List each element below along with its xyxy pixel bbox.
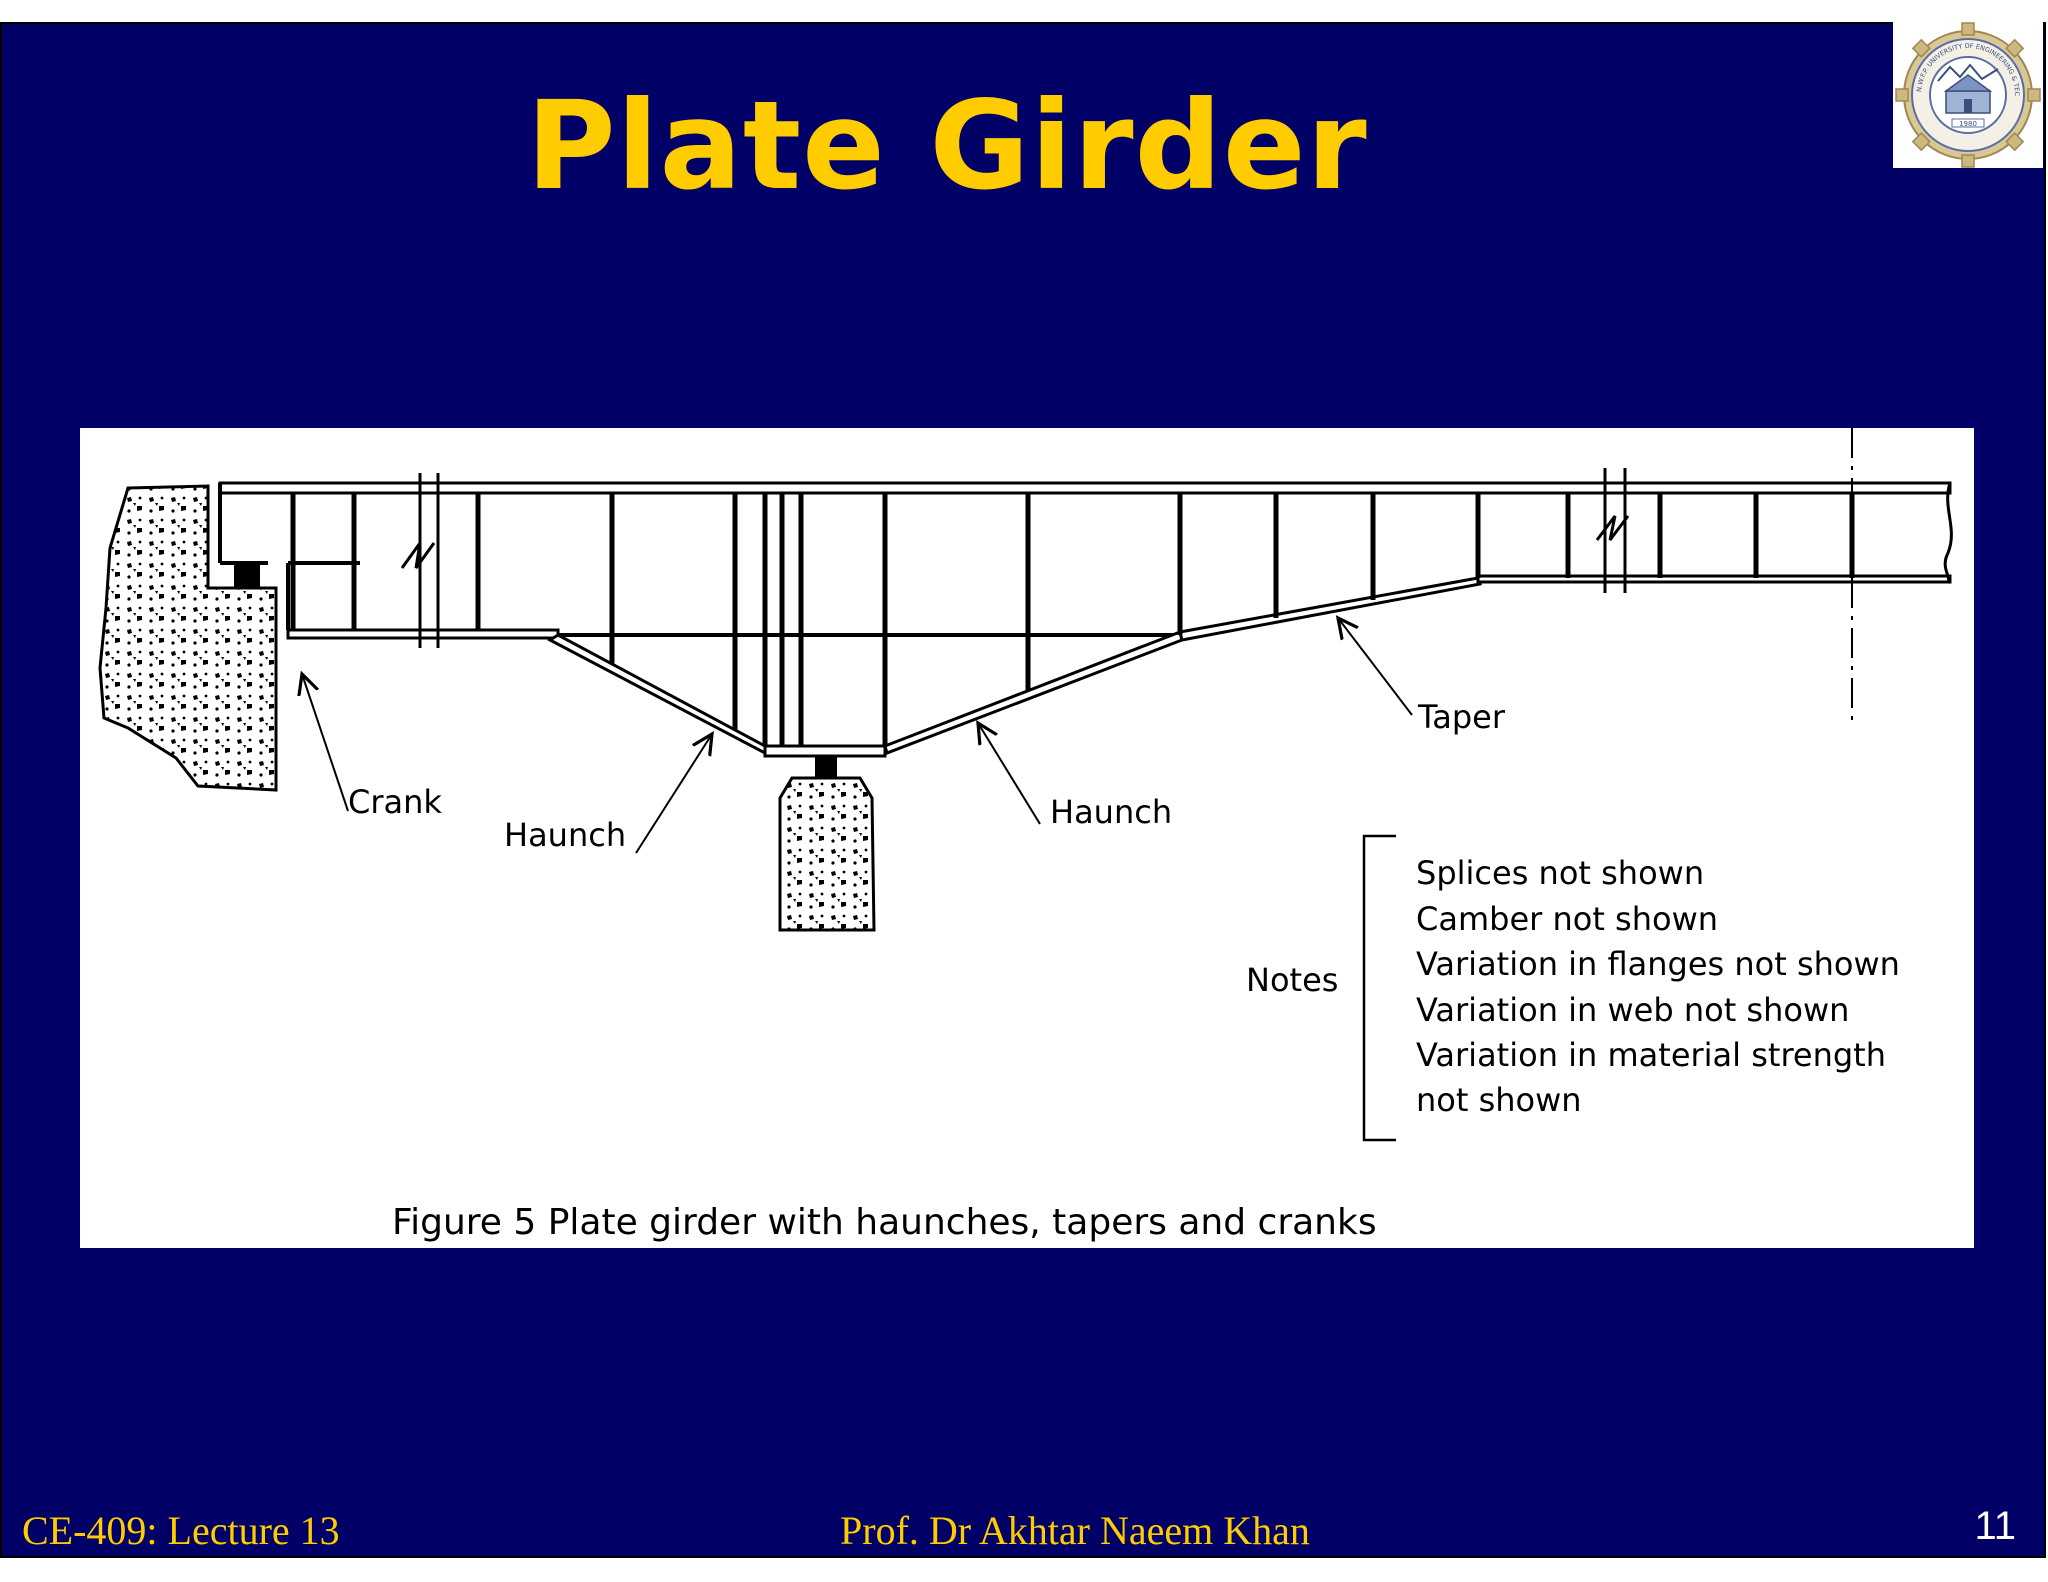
footer-course: CE-409: Lecture 13 bbox=[22, 1508, 340, 1553]
center-bearing bbox=[815, 756, 837, 778]
center-pier bbox=[778, 776, 876, 932]
bottom-flange-left bbox=[286, 628, 560, 640]
note-item: Splices not shown bbox=[1416, 854, 1704, 892]
taper bbox=[1178, 576, 1482, 642]
right-haunch bbox=[883, 629, 1184, 755]
seal-year: 1980 bbox=[1959, 120, 1977, 128]
notes-title: Notes bbox=[1246, 961, 1338, 999]
label-taper: Taper bbox=[1417, 698, 1506, 736]
bottom-flange-right bbox=[1476, 574, 1952, 584]
center-bearing-plate bbox=[763, 744, 887, 758]
label-haunch-left: Haunch bbox=[504, 816, 626, 854]
footer-author: Prof. Dr Akhtar Naeem Khan bbox=[840, 1508, 1310, 1553]
figure-panel: Crank Haunch Haunch Taper Notes Splices … bbox=[80, 428, 1974, 1248]
plate-girder-diagram: Crank Haunch Haunch Taper Notes Splices … bbox=[98, 428, 1953, 1243]
note-item: Variation in web not shown bbox=[1416, 991, 1849, 1029]
break-lines bbox=[400, 468, 1630, 648]
slide-title: Plate Girder bbox=[526, 75, 1368, 217]
label-haunch-right: Haunch bbox=[1050, 793, 1172, 831]
university-seal-icon: 1980 N.W.F.P. UNIVERSITY OF ENGINEERING … bbox=[1895, 22, 2041, 168]
top-flange bbox=[218, 481, 1952, 495]
figure-caption: Figure 5 Plate girder with haunches, tap… bbox=[392, 1202, 1377, 1243]
page-number: 11 bbox=[1974, 1504, 2016, 1548]
label-crank: Crank bbox=[348, 783, 442, 821]
note-item: Variation in material strength bbox=[1416, 1036, 1886, 1074]
note-item: Camber not shown bbox=[1416, 900, 1718, 938]
left-abutment bbox=[98, 484, 278, 792]
notes-bracket bbox=[1362, 834, 1396, 1142]
note-item: Variation in flanges not shown bbox=[1416, 945, 1900, 983]
university-logo: 1980 N.W.F.P. UNIVERSITY OF ENGINEERING … bbox=[1893, 22, 2043, 168]
note-item: not shown bbox=[1416, 1081, 1582, 1119]
left-bearing bbox=[234, 565, 260, 587]
web-stiffeners bbox=[290, 493, 1855, 746]
